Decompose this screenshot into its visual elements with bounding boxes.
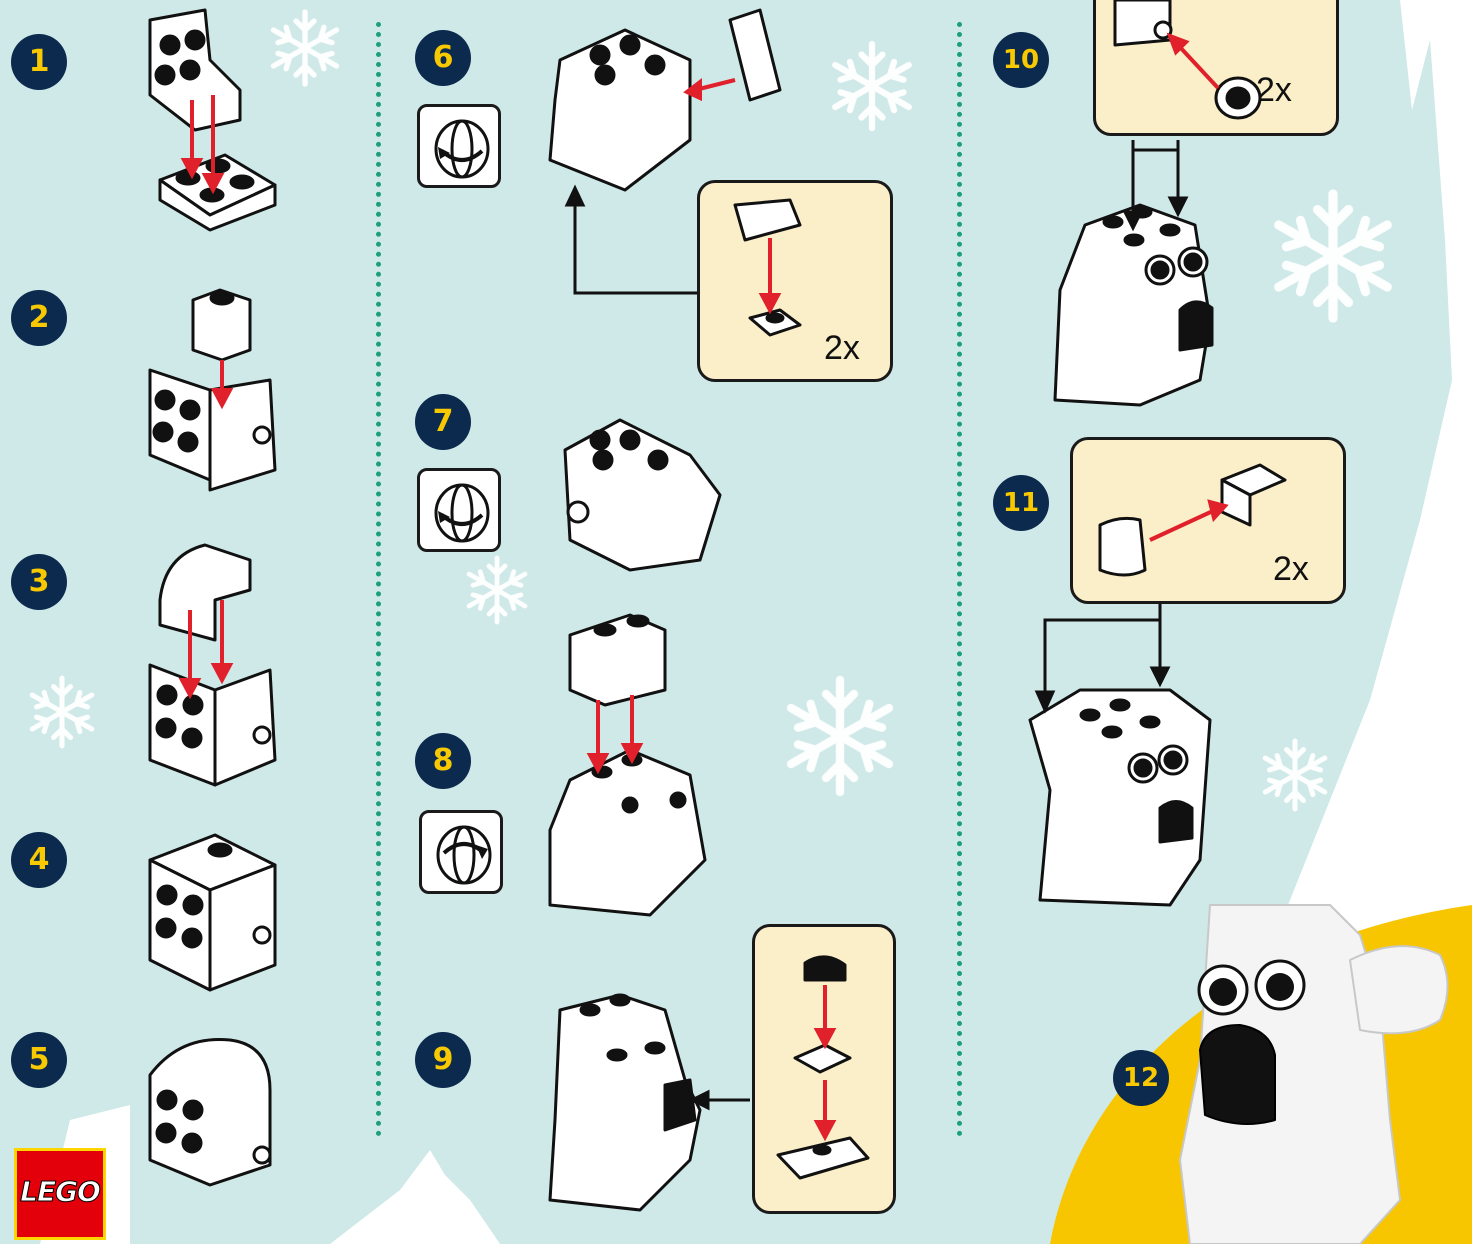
lego-logo-text: LEGO (20, 1175, 102, 1209)
step-4-bricks (148, 833, 277, 992)
step-number-7: 7 (415, 394, 471, 450)
step-2-bricks (148, 288, 277, 492)
step-number-11: 11 (993, 475, 1049, 531)
step-10-bricks (1053, 0, 1262, 407)
multiplier-label: 2x (1273, 550, 1309, 588)
step-number-1: 1 (11, 34, 67, 90)
step-number-4: 4 (11, 832, 67, 888)
step-6-bricks (548, 8, 802, 337)
black-guide-arrows (564, 140, 1189, 1111)
multiplier-label: 2x (824, 329, 860, 367)
assembly-arrow-icon (178, 32, 1229, 1142)
step-number-9: 9 (415, 1032, 471, 1088)
step-9-bricks (548, 955, 870, 1212)
step-number-5: 5 (11, 1032, 67, 1088)
step-3-bricks (148, 543, 277, 787)
multiplier-label: 2x (1256, 71, 1292, 109)
step-number-10: 10 (993, 32, 1049, 88)
lego-logo: LEGO (14, 1148, 106, 1240)
step-11-bricks (1028, 463, 1287, 907)
step-number-6: 6 (415, 30, 471, 86)
step-8-bricks (548, 613, 707, 917)
step-number-2: 2 (11, 290, 67, 346)
step-12-final-model (1179, 904, 1449, 1244)
step-number-8: 8 (415, 733, 471, 789)
rotate-model-icon (417, 468, 501, 552)
step-number-3: 3 (11, 554, 67, 610)
step-number-12: 12 (1113, 1050, 1169, 1106)
rotate-model-icon (417, 104, 501, 188)
step-7-bricks (563, 418, 722, 572)
column-divider-2 (957, 22, 962, 1137)
step-5-bricks (148, 1037, 272, 1187)
column-divider-1 (376, 22, 381, 1137)
rotate-model-icon (419, 810, 503, 894)
